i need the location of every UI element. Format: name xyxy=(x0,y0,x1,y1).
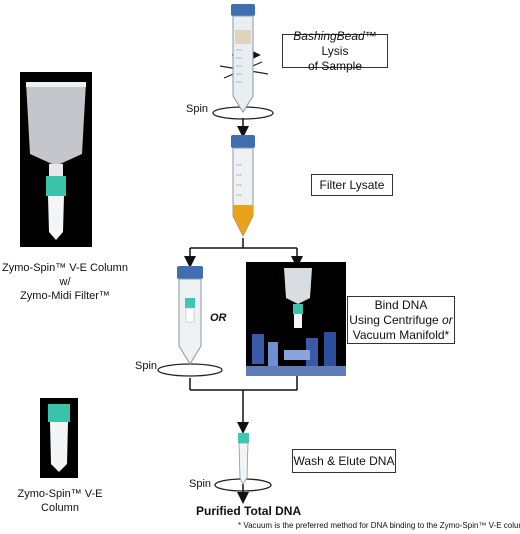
vacuum-manifold-icon xyxy=(246,268,346,376)
photo-column-with-midi-filter xyxy=(20,72,92,247)
step-lysis-box: BashingBead™ Lysis of Sample xyxy=(282,29,388,73)
conical-tube-filter xyxy=(231,135,255,238)
or-label: OR xyxy=(210,312,227,324)
photo-spin-column xyxy=(40,398,78,478)
conical-tube-lysis xyxy=(231,4,255,113)
bashingbead-brand: BashingBead xyxy=(293,28,365,43)
photo-vacuum-manifold xyxy=(246,262,346,376)
midi-filter-icon xyxy=(26,82,86,240)
footnote: * Vacuum is the preferred method for DNA… xyxy=(238,521,520,530)
spin-column-icon xyxy=(48,404,70,472)
result-label: Purified Total DNA xyxy=(196,504,302,518)
spin-label-1: Spin xyxy=(186,103,209,115)
spin-label-2: Spin xyxy=(135,360,158,372)
spin-ellipse-2 xyxy=(157,363,223,377)
step-bind-box: Bind DNA Using Centrifuge or Vacuum Mani… xyxy=(347,296,455,344)
step-wash-box: Wash & Elute DNA xyxy=(292,449,396,473)
conical-tube-centrifuge xyxy=(177,266,203,365)
spin-column-wash xyxy=(238,433,249,485)
spin-label-3: Spin xyxy=(189,478,212,490)
step-filter-box: Filter Lysate xyxy=(311,174,393,196)
caption-column-with-filter: Zymo-Spin™ V-E Column w/ Zymo-Midi Filte… xyxy=(2,262,128,302)
caption-column: Zymo-Spin™ V-E Column xyxy=(17,488,103,514)
